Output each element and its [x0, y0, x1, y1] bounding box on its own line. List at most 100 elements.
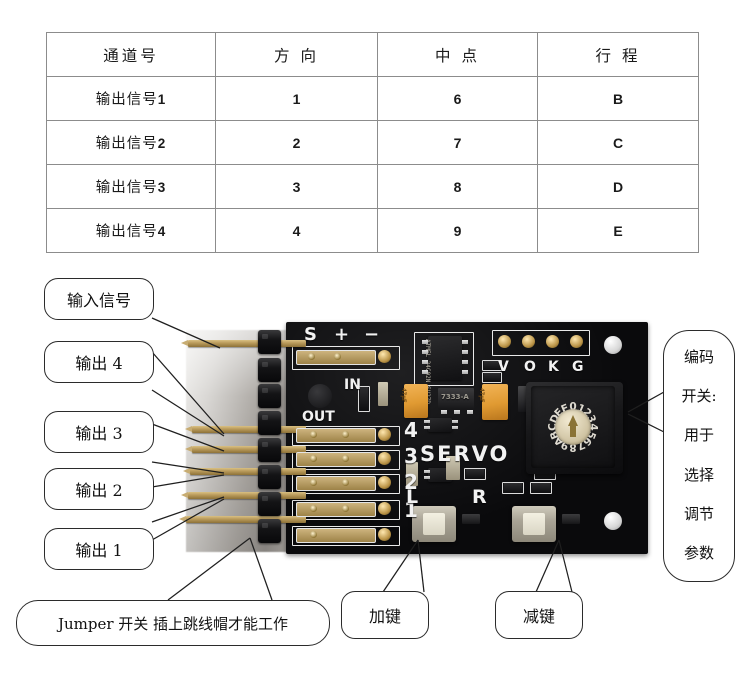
callout-jumper[interactable]: Jumper 开关 插上跳线帽才能工作 — [16, 600, 330, 646]
jumper-cap[interactable] — [258, 438, 281, 462]
smd-capacitor — [406, 462, 418, 486]
jumper-cap[interactable] — [258, 384, 281, 408]
smd-resistor — [482, 372, 502, 383]
smd-component — [562, 514, 580, 524]
silk-right-button: R — [472, 486, 487, 508]
smd-resistor — [464, 468, 486, 480]
cell-midpoint: 8 — [377, 164, 538, 209]
silk-in: IN — [344, 377, 361, 393]
pad-hole — [310, 431, 317, 438]
plus-button[interactable] — [412, 506, 456, 542]
rotary-position-0: 0 — [569, 401, 577, 414]
encoder-line-5: 调节 — [683, 505, 714, 524]
rotary-dial[interactable] — [555, 409, 591, 445]
ic-leg — [462, 340, 468, 344]
callout-plus-key[interactable]: 加键 — [341, 591, 429, 639]
pad-hole — [342, 505, 349, 512]
reg-leg — [454, 410, 460, 414]
pcb-board: S + − IN OUT ATMEL 24C02N SU27D — [286, 322, 648, 554]
callout-output-2[interactable]: 输出 2 — [44, 468, 154, 510]
jumper-cap[interactable] — [258, 465, 281, 489]
ic-leg — [452, 420, 458, 423]
servo-out-pad-3 — [296, 452, 376, 467]
cell-channel: 输出信号2 — [46, 120, 216, 165]
ic-leg — [462, 350, 468, 354]
pad-hole — [342, 431, 349, 438]
rotary-pointer-arrow-icon — [568, 415, 578, 437]
callout-input-signal[interactable]: 输入信号 — [44, 278, 154, 320]
jumper-cap[interactable] — [258, 519, 281, 543]
prog-header-outline — [492, 330, 590, 356]
jumper-cap[interactable] — [258, 411, 281, 435]
servo-out-pad-1 — [296, 502, 376, 517]
cell-travel: B — [537, 76, 699, 121]
servo-out-outline-1 — [292, 500, 400, 520]
ic-leg — [422, 350, 428, 354]
cap-marking: 47μF — [478, 388, 485, 403]
silk-left-button: L — [406, 486, 419, 508]
pad-hole — [310, 531, 317, 538]
callout-output-3[interactable]: 输出 3 — [44, 411, 154, 453]
smd-resistor — [358, 386, 370, 412]
silk-channel-1: 1 — [404, 498, 418, 522]
pad-hole — [378, 502, 391, 515]
regulator-marking: 7333-A — [441, 393, 469, 401]
pad-hole — [378, 476, 391, 489]
callout-output-3-label: 输出 3 — [75, 424, 123, 443]
ic-leg — [422, 340, 428, 344]
servo-out-outline-0 — [292, 526, 400, 546]
pin-output-3 — [185, 446, 306, 453]
callout-encoder-switch[interactable]: 编码 开关: 用于 选择 调节 参数 — [663, 330, 735, 582]
pin-output-1 — [181, 492, 306, 499]
cell-channel: 输出信号4 — [46, 208, 216, 253]
ic-leg — [462, 370, 468, 374]
cell-direction: 3 — [215, 164, 378, 209]
pad-hole — [310, 505, 317, 512]
pad-hole — [310, 479, 317, 486]
table-row: 输出信号1 1 6 B — [46, 76, 699, 121]
pin-output-4 — [185, 426, 306, 433]
callout-minus-key[interactable]: 减键 — [495, 591, 583, 639]
jumper-cap[interactable] — [258, 330, 281, 354]
pad-hole — [310, 455, 317, 462]
callout-jumper-label: Jumper 开关 插上跳线帽才能工作 — [57, 614, 289, 633]
servo-controller-board-photo: S + − IN OUT ATMEL 24C02N SU27D — [179, 316, 648, 566]
pin-output-2 — [183, 468, 306, 475]
servo-out-outline-4 — [292, 426, 400, 446]
callout-output-1[interactable]: 输出 1 — [44, 528, 154, 570]
ic-leg — [452, 426, 458, 429]
eeprom-ic: ATMEL 24C02N SU27D — [424, 336, 462, 404]
callout-output-2-label: 输出 2 — [75, 481, 123, 500]
cell-midpoint: 6 — [377, 76, 538, 121]
mounting-hole-top-right — [604, 336, 622, 354]
silk-channel-4: 4 — [404, 418, 418, 442]
silk-pad-k: K — [548, 359, 559, 375]
pad-hole — [378, 350, 391, 363]
cell-travel: D — [537, 164, 699, 209]
servo-out-outline-3 — [292, 450, 400, 470]
header-outline-top — [292, 346, 400, 370]
minus-button[interactable] — [512, 506, 556, 542]
jumper-cap[interactable] — [258, 492, 281, 516]
header-midpoint: 中 点 — [377, 32, 538, 77]
cell-travel: E — [537, 208, 699, 253]
pad-hole — [378, 528, 391, 541]
pad-hole — [342, 455, 349, 462]
callout-output-4[interactable]: 输出 4 — [44, 341, 154, 383]
smd-capacitor — [446, 456, 460, 480]
servo-out-outline-2 — [292, 474, 400, 494]
ic-leg — [424, 426, 430, 429]
encoder-line-3: 用于 — [683, 426, 714, 445]
callout-minus-key-label: 减键 — [522, 607, 555, 626]
cell-direction: 1 — [215, 76, 378, 121]
silk-channel-2: 2 — [404, 470, 418, 494]
silk-pad-g: G — [572, 359, 584, 375]
pad-hole — [308, 353, 315, 360]
encoder-line-4: 选择 — [683, 465, 714, 484]
table-header-row: 通道号 方 向 中 点 行 程 — [46, 32, 699, 77]
cell-direction: 2 — [215, 120, 378, 165]
encoder-line-1: 编码 — [683, 347, 714, 366]
cell-direction: 4 — [215, 208, 378, 253]
jumper-cap[interactable] — [258, 358, 281, 382]
